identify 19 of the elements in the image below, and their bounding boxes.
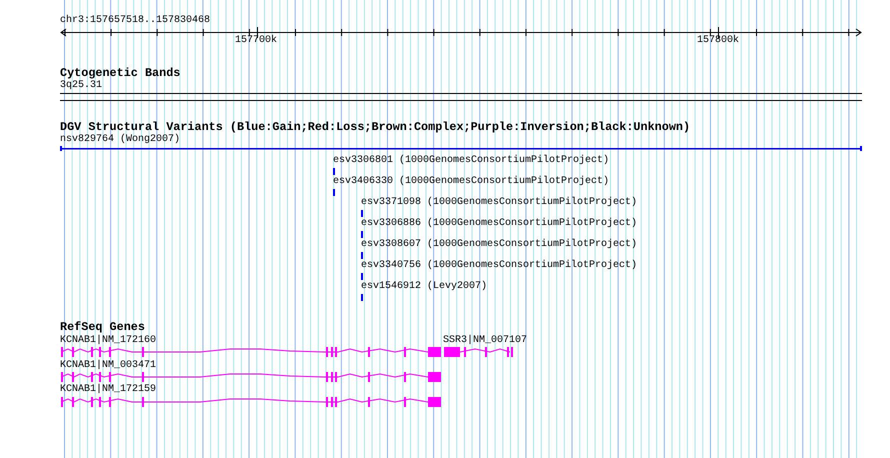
gene-label: KCNAB1|NM_172159 bbox=[60, 384, 156, 395]
track-title: Cytogenetic Bands bbox=[60, 67, 180, 80]
variant-label: esv3306886 (1000GenomesConsortiumPilotProject) bbox=[361, 218, 638, 229]
variant-label: esv3406330 (1000GenomesConsortiumPilotProject) bbox=[333, 176, 610, 187]
variant-label: esv1546912 (Levy2007) bbox=[361, 281, 488, 292]
track-title: RefSeq Genes bbox=[60, 321, 145, 334]
variant-label: esv3371098 (1000GenomesConsortiumPilotProject) bbox=[361, 197, 638, 208]
variant-label: esv3308607 (1000GenomesConsortiumPilotProject) bbox=[361, 239, 638, 250]
track-title: DGV Structural Variants (Blue:Gain;Red:Loss;Brown:Complex;Purple:Inversion;Black:Unknown) bbox=[60, 121, 690, 134]
variant-label: esv3340756 (1000GenomesConsortiumPilotProject) bbox=[361, 260, 638, 271]
tick-label: 157800k bbox=[697, 35, 740, 46]
band-label: 3q25.31 bbox=[60, 80, 102, 91]
tick-label: 157700k bbox=[235, 35, 278, 46]
position-label: chr3:157657518..157830468 bbox=[60, 15, 210, 26]
gene-label: KCNAB1|NM_003471 bbox=[60, 360, 156, 371]
gene-label: SSR3|NM_007107 bbox=[443, 335, 528, 346]
gene-label: KCNAB1|NM_172160 bbox=[60, 335, 156, 346]
variant-label: nsv829764 (Wong2007) bbox=[60, 134, 180, 145]
variant-label: esv3306801 (1000GenomesConsortiumPilotProject) bbox=[333, 155, 610, 166]
